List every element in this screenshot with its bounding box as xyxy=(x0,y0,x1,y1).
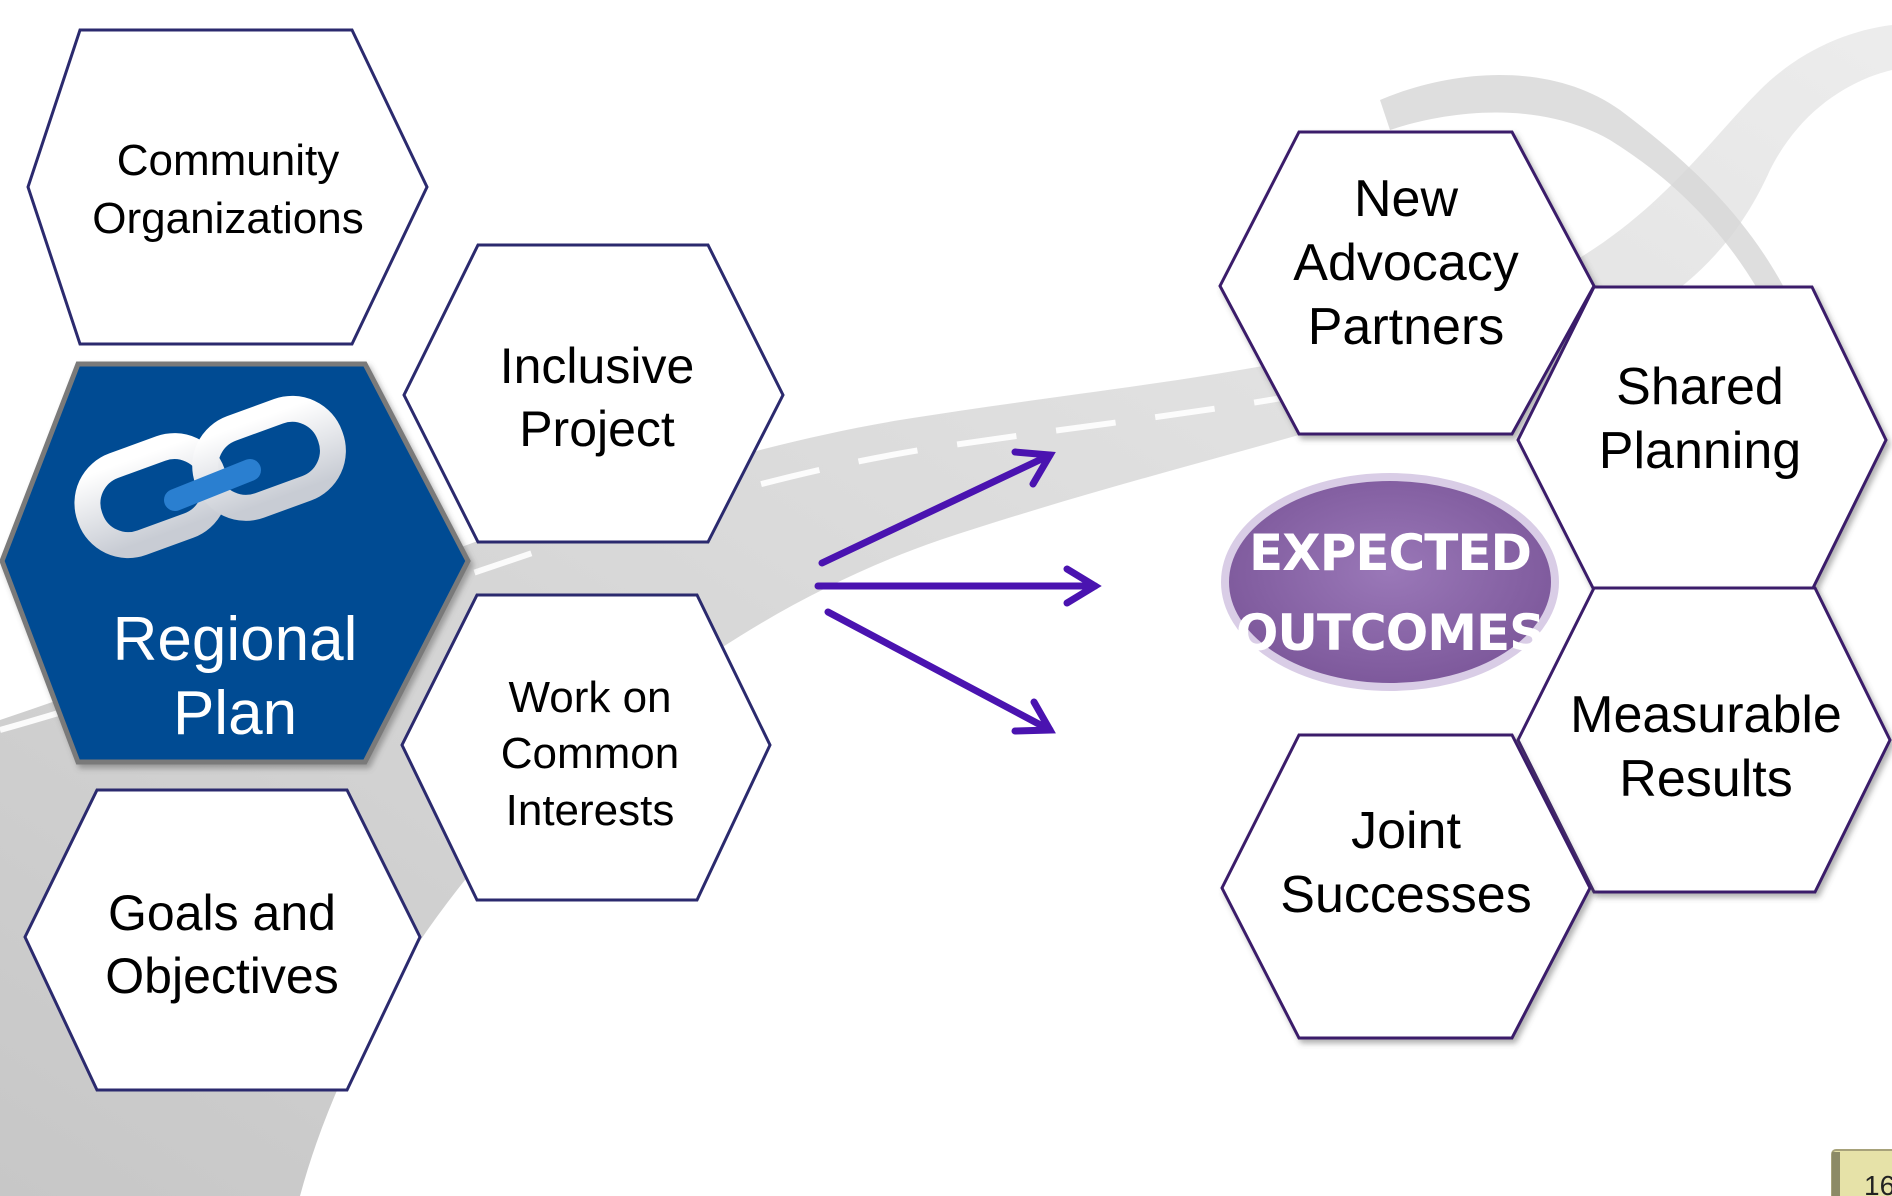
hex-label-line: Partners xyxy=(1308,298,1505,356)
hex-shared-planning: Shared Planning xyxy=(1516,285,1888,592)
hex-label-line: New xyxy=(1354,170,1458,228)
hex-label-line: Interests xyxy=(506,786,675,835)
hex-label-line: Goals and xyxy=(108,885,336,941)
page-number-tab: 16 xyxy=(1831,1149,1892,1196)
expected-outcomes-line1: EXPECTED xyxy=(1249,524,1531,582)
hex-label-line: Common xyxy=(501,729,680,778)
hex-label-line: Planning xyxy=(1599,422,1801,480)
expected-outcomes-oval: EXPECTED OUTCOMES xyxy=(1220,473,1560,694)
hex-work-on-common-interests: Work on Common Interests xyxy=(400,593,772,902)
left-cluster: Community Organizations Inclusive Projec… xyxy=(0,28,785,1092)
hex-new-advocacy-partners: New Advocacy Partners xyxy=(1218,130,1596,436)
hex-regional-plan: Regional Plan xyxy=(0,361,471,765)
expected-outcomes-line2: OUTCOMES xyxy=(1236,604,1544,662)
hex-label-line: Project xyxy=(519,401,675,457)
hex-label-line: Organizations xyxy=(92,194,363,243)
hex-joint-successes: Joint Successes xyxy=(1220,733,1592,1040)
right-cluster: New Advocacy Partners Shared Planning Me… xyxy=(1218,130,1892,1040)
hex-label-line: Shared xyxy=(1616,358,1784,416)
hex-label-line: Advocacy xyxy=(1293,234,1518,292)
regional-plan-label-line2: Plan xyxy=(173,679,297,748)
hex-inclusive-project: Inclusive Project xyxy=(402,243,785,544)
hex-measurable-results: Measurable Results xyxy=(1516,586,1892,894)
hex-label-line: Inclusive xyxy=(500,338,695,394)
chain-link-icon xyxy=(74,395,346,559)
page-number: 16 xyxy=(1864,1170,1892,1196)
hex-goals-and-objectives: Goals and Objectives xyxy=(23,788,422,1092)
hex-label-line: Results xyxy=(1619,750,1792,808)
hex-label-line: Work on xyxy=(508,673,671,722)
arrow-down xyxy=(824,608,1056,735)
hex-label-line: Successes xyxy=(1280,866,1531,924)
hex-label-line: Joint xyxy=(1351,802,1461,860)
hex-label-line: Measurable xyxy=(1570,686,1842,744)
arrow-right xyxy=(814,565,1102,607)
hex-label-line: Community xyxy=(117,136,340,185)
hex-community-organizations: Community Organizations xyxy=(26,28,429,346)
arrows xyxy=(814,448,1102,735)
regional-plan-label-line1: Regional xyxy=(113,605,358,674)
arrow-up xyxy=(818,448,1056,567)
hex-label-line: Objectives xyxy=(105,948,338,1004)
